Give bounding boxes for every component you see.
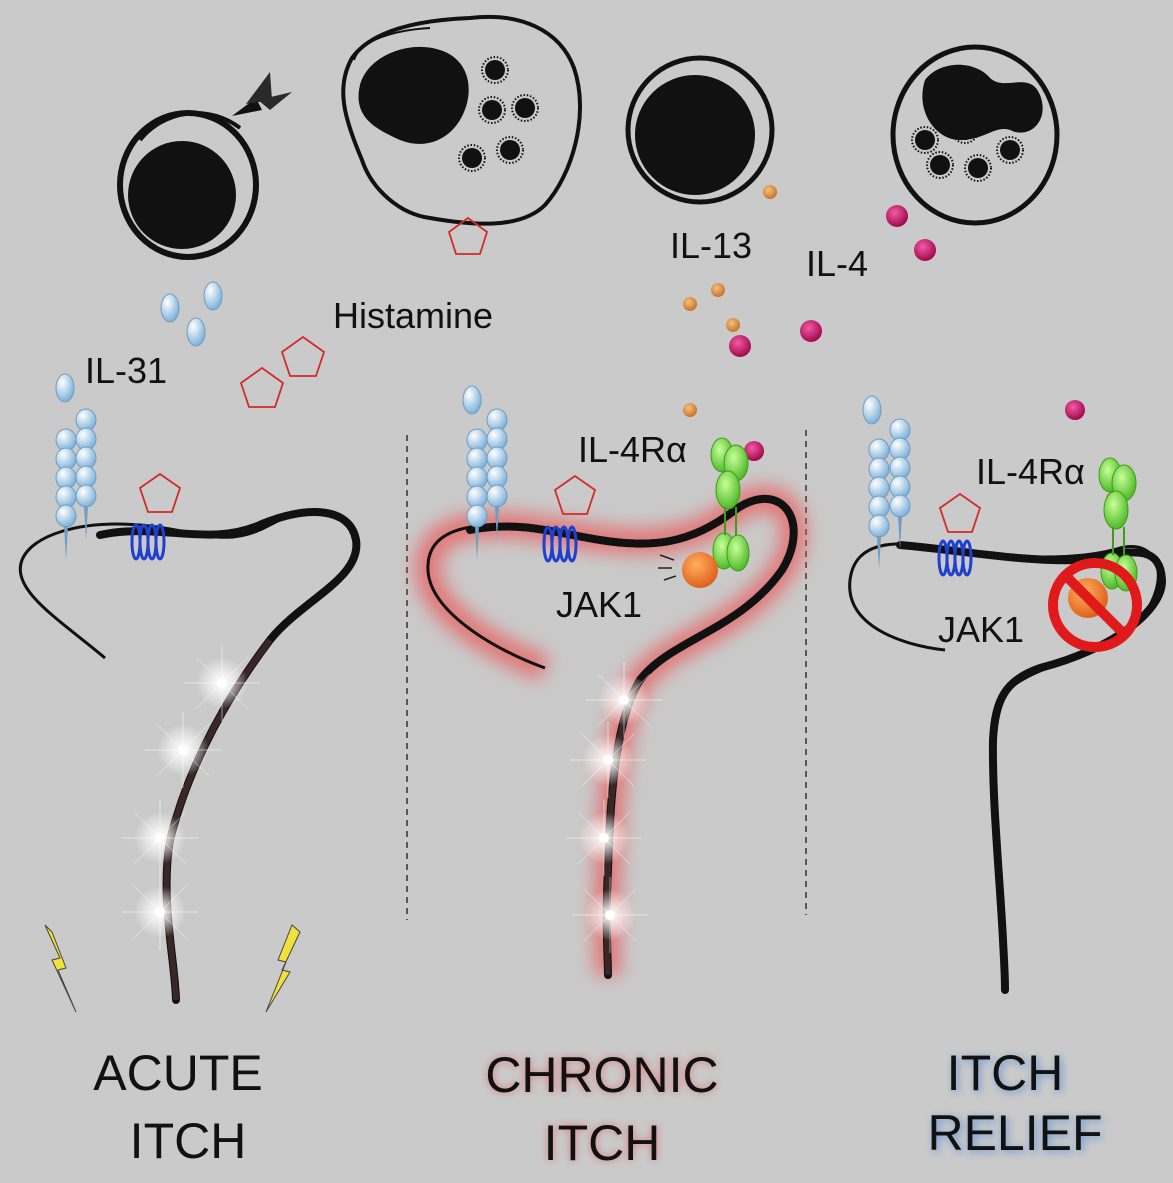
il4-molecules	[729, 205, 1085, 461]
eosinophil-cell	[890, 44, 1060, 226]
title-relief-glow-2: RELIEF	[929, 1107, 1104, 1163]
immune-cell-left	[117, 72, 292, 260]
label-il4ra-relief: IL-4Rα	[976, 451, 1085, 492]
title-acute: ACUTE ITCH	[93, 1045, 262, 1169]
title-relief-line2: RELIEF	[927, 1105, 1102, 1161]
immune-cell-round	[625, 55, 775, 205]
label-il4: IL-4	[806, 243, 868, 284]
label-jak1-relief: JAK1	[938, 609, 1024, 650]
label-histamine: Histamine	[333, 295, 493, 336]
title-relief: ITCH RELIEF ITCH RELIEF	[927, 1045, 1104, 1163]
il31-receptor-acute	[55, 408, 97, 561]
lightning-icon	[44, 924, 301, 1013]
neuron-acute	[18, 508, 361, 1004]
title-relief-line1: ITCH	[947, 1045, 1064, 1101]
no-symbol-icon	[1048, 558, 1142, 652]
title-chronic-line1: CHRONIC	[485, 1047, 718, 1103]
title-chronic: CHRONIC ITCH CHRONIC ITCH	[485, 1047, 718, 1171]
title-relief-glow-1: ITCH	[949, 1047, 1066, 1103]
histamine-molecules	[239, 216, 489, 408]
mast-cell	[341, 14, 582, 226]
neuron-chronic	[426, 494, 798, 979]
label-il4ra-chronic: IL-4Rα	[578, 429, 687, 470]
label-il31: IL-31	[85, 350, 167, 391]
histamine-bound-chronic	[553, 474, 597, 515]
title-chronic-glow-2: ITCH	[544, 1115, 661, 1171]
title-acute-line1: ACUTE	[93, 1045, 262, 1101]
title-chronic-glow-1: CHRONIC	[485, 1047, 718, 1103]
neuron-relief	[848, 541, 1167, 994]
histamine-bound-acute	[138, 472, 182, 513]
histamine-bound-relief	[938, 492, 982, 533]
jak1-chronic	[658, 552, 718, 588]
label-il13: IL-13	[670, 225, 752, 266]
title-acute-line2: ITCH	[130, 1113, 247, 1169]
label-jak1-chronic: JAK1	[556, 584, 642, 625]
title-chronic-line2: ITCH	[544, 1115, 661, 1171]
